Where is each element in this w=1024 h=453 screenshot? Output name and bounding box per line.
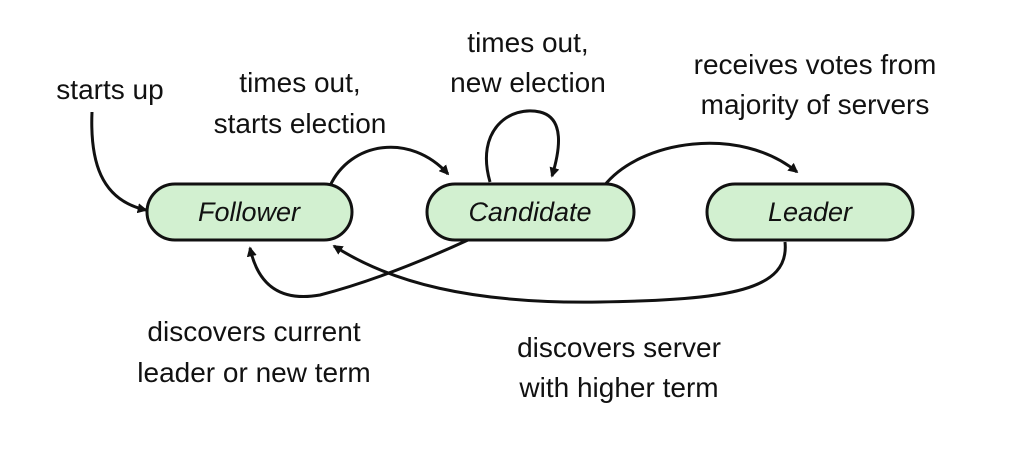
label-receives-votes-line1: receives votes from [694,49,937,80]
state-leader: Leader [705,182,915,242]
arrow-candidate-self-loop [484,109,560,183]
arrow-leader-to-follower [332,241,787,304]
state-label-follower: Follower [198,197,301,227]
label-times-out-new-election-line2: new election [450,67,606,98]
state-candidate: Candidate [425,182,636,242]
label-discovers-current-leader-line1: discovers current [147,316,360,347]
state-label-leader: Leader [768,197,853,227]
state-label-candidate: Candidate [468,197,591,227]
arrow-candidate-to-leader [602,141,799,187]
label-discovers-higher-term-line1: discovers server [517,332,721,363]
label-discovers-higher-term-line2: with higher term [518,372,718,403]
label-times-out-starts-election-line1: times out, [239,67,360,98]
label-starts-up: starts up [56,74,163,105]
arrow-candidate-to-follower [246,238,469,298]
label-times-out-starts-election-line2: starts election [214,108,387,139]
label-discovers-current-leader-line2: leader or new term [137,357,370,388]
arrow-follower-to-candidate [328,145,450,187]
state-follower: Follower [145,182,354,242]
arrow-starts-up [90,111,148,214]
label-times-out-new-election-line1: times out, [467,27,588,58]
label-receives-votes-line2: majority of servers [701,89,930,120]
